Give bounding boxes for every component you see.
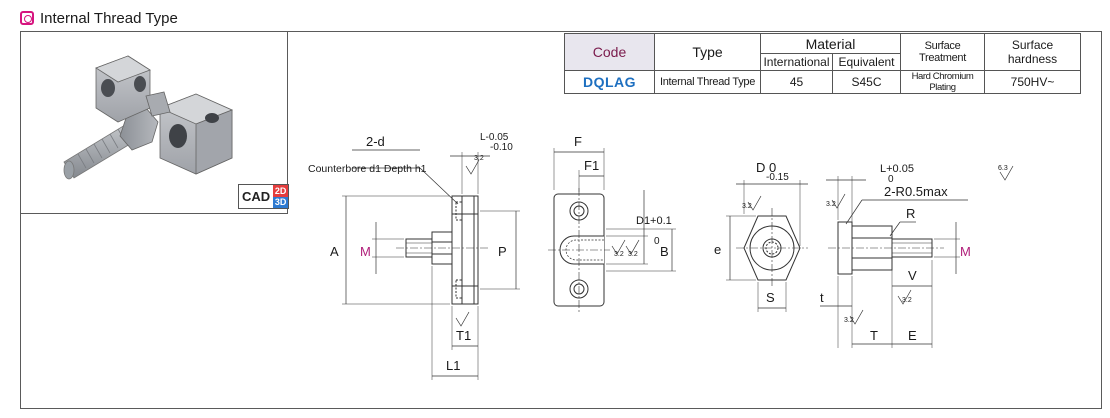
label-2-d: 2-d: [366, 134, 385, 149]
section-header: Internal Thread Type: [20, 8, 178, 28]
label-R: R: [906, 206, 915, 221]
label-L-tol-top: L-0.05: [480, 132, 509, 143]
label-P: P: [498, 244, 507, 259]
label-L1: L1: [446, 358, 460, 373]
rough-6-3: 6.3: [998, 165, 1008, 172]
product-photo-box: [20, 31, 288, 214]
product-3d-image: [63, 55, 234, 180]
cad-dims: 2D 3D: [273, 185, 289, 208]
rough-3-2-c: 3.2: [628, 251, 638, 258]
cell-surface-treatment: Hard Chromium Plating: [900, 70, 985, 94]
rough-3-2-a: 3.2: [474, 155, 484, 162]
label-T1: T1: [456, 328, 471, 343]
view-plate: [548, 148, 676, 312]
header-type: Type: [654, 33, 761, 71]
rough-3-2-g: 3.2: [902, 297, 912, 304]
label-A: A: [330, 244, 339, 259]
cad-2d-icon[interactable]: 2D: [273, 185, 289, 197]
label-S: S: [766, 290, 775, 305]
view-hex: [726, 180, 808, 312]
label-M-left: M: [360, 244, 371, 259]
view-front: [342, 149, 520, 380]
cad-label: CAD: [242, 189, 271, 204]
cell-code[interactable]: DQLAG: [564, 70, 655, 94]
label-D-tol: -0.15: [766, 172, 789, 183]
rough-3-2-f: 3.2: [844, 317, 854, 324]
header-equivalent: Equivalent: [832, 53, 901, 71]
drawing-labels: 2-d Counterbore d1 Depth h1 L-0.05 -0.10…: [308, 132, 1008, 373]
label-E: E: [908, 328, 917, 343]
label-F1: F1: [584, 158, 599, 173]
cell-international: 45: [760, 70, 833, 94]
header-international: International: [760, 53, 833, 71]
label-D: D 0: [756, 160, 776, 175]
rough-3-2-b: 3.2: [614, 251, 624, 258]
label-L-side-zero: 0: [888, 174, 894, 185]
cell-type: Internal Thread Type: [654, 70, 761, 94]
header-code: Code: [564, 33, 655, 71]
header-material: Material: [760, 33, 901, 54]
content-frame: [20, 31, 1102, 409]
label-D1-zero: 0: [654, 236, 660, 247]
label-V: V: [908, 268, 917, 283]
cad-badge[interactable]: CAD 2D 3D: [238, 184, 290, 209]
section-title: Internal Thread Type: [40, 9, 178, 27]
spec-table: Code Type Material Surface Treatment Sur…: [564, 33, 1081, 94]
label-F: F: [574, 134, 582, 149]
cell-surface-hardness: 750HV~: [984, 70, 1081, 94]
label-T: T: [870, 328, 878, 343]
label-2-R: 2-R0.5max: [884, 184, 948, 199]
rough-3-2-d: 3.2: [742, 203, 752, 210]
label-t: t: [820, 290, 824, 305]
rough-3-2-e: 3.2: [826, 201, 836, 208]
label-L-tol-bottom: -0.10: [490, 142, 513, 153]
label-M-right: M: [960, 244, 971, 259]
label-D1: D1+0.1: [636, 215, 672, 227]
view-screw-side: [820, 165, 1014, 348]
label-counterbore: Counterbore d1 Depth h1: [308, 163, 427, 175]
label-B: B: [660, 244, 669, 259]
cad-3d-icon[interactable]: 3D: [273, 196, 289, 208]
header-surface-hardness: Surface hardness: [984, 33, 1081, 71]
cell-equivalent: S45C: [832, 70, 901, 94]
label-e: e: [714, 242, 721, 257]
header-surface-treatment: Surface Treatment: [900, 33, 985, 71]
label-L-side: L+0.05: [880, 163, 914, 175]
section-marker-icon: [20, 11, 34, 25]
